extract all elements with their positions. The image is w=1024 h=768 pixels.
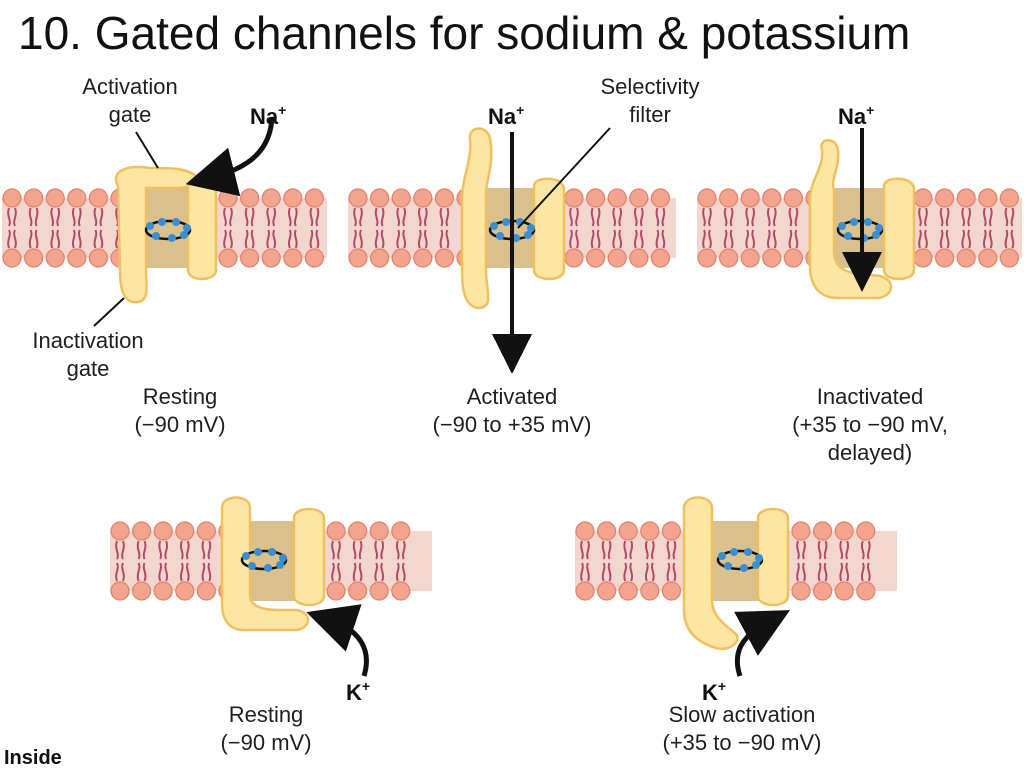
na-ion-label-inactivated: Na+ [838, 102, 874, 129]
k-subunit-right [756, 507, 790, 607]
na-resting-channel [114, 165, 218, 304]
selectivity-filter-pointer [517, 127, 611, 229]
selectivity-filter-ring [144, 218, 192, 242]
k-ion-label-resting: K+ [346, 678, 370, 705]
k-resting-arrow [306, 604, 369, 677]
channel-pore [248, 521, 296, 601]
k-slow-activation-arrow [734, 610, 791, 677]
k-slow-activation-state: Slow activation [669, 702, 816, 727]
k-slow-activation-voltage: (+35 to −90 mV) [663, 730, 822, 755]
activation-gate-open [460, 127, 493, 310]
na-resting-voltage: (−90 mV) [134, 412, 225, 437]
na-ion-label-resting: Na+ [250, 102, 286, 129]
selectivity-filter-ring [716, 548, 764, 572]
inactivation-gate-label-line2: gate [67, 356, 110, 381]
selectivity-filter-ring [240, 548, 288, 572]
na-inactivated-voltage: (+35 to −90 mV, [792, 412, 948, 437]
na-resting-state: Resting [143, 384, 218, 409]
selectivity-filter-label-line2: filter [629, 102, 671, 127]
inactivation-gate-label: Inactivation [32, 328, 143, 353]
activation-gate-pointer [135, 131, 159, 169]
activation-gate-label: Activation [82, 74, 177, 99]
na-activated-voltage: (−90 to +35 mV) [433, 412, 592, 437]
na-inactivated-voltage-line2: delayed) [828, 440, 912, 465]
k-resting-state: Resting [229, 702, 304, 727]
k-ion-label-slow-activation: K+ [702, 678, 726, 705]
k-resting-voltage: (−90 mV) [220, 730, 311, 755]
slide-title: 10. Gated channels for sodium & potassiu… [18, 7, 911, 59]
k-subunit-right [292, 507, 326, 607]
k-resting-channel [220, 496, 326, 632]
selectivity-filter-label: Selectivity [600, 74, 699, 99]
na-activated-state: Activated [467, 384, 558, 409]
inactivation-gate-pointer [93, 297, 125, 327]
inside-label: Inside [4, 747, 62, 768]
channel-subunit-right [186, 177, 218, 281]
na-entry-arrow [185, 117, 275, 197]
na-inactivated-state: Inactivated [817, 384, 923, 409]
activation-gate-label-line2: gate [109, 102, 152, 127]
k-slow-activation-channel [682, 496, 790, 651]
channel-subunit-right [882, 177, 916, 281]
na-ion-label-activated: Na+ [488, 102, 524, 129]
k-gate-left [220, 496, 310, 632]
